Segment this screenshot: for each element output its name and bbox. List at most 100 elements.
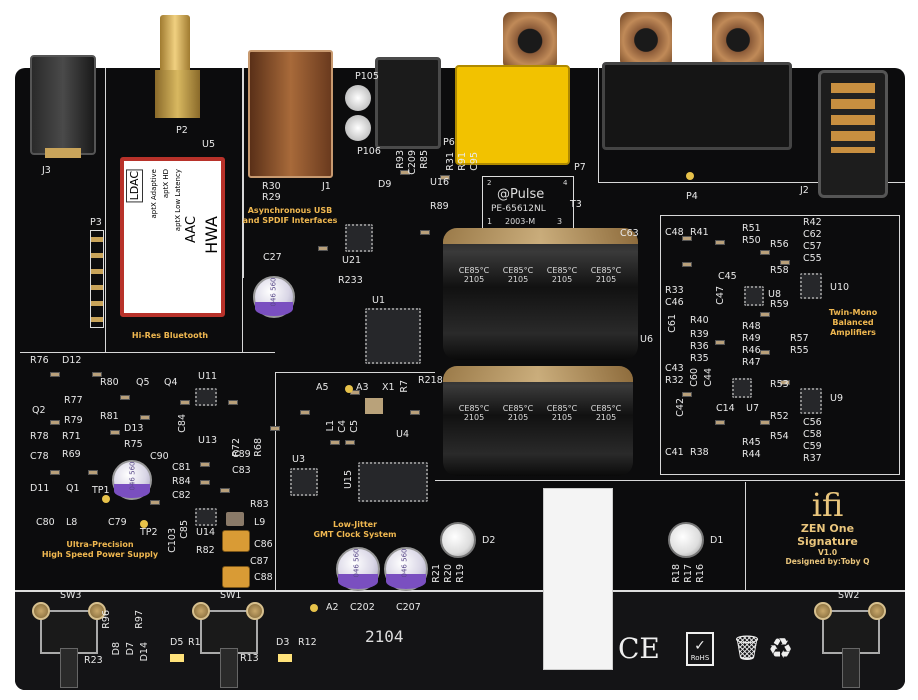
designator-r49: R49 <box>742 333 761 344</box>
capacitor-c202: 046 560 <box>336 547 380 591</box>
designator-r68: R68 <box>253 438 264 457</box>
smd-component <box>440 175 450 180</box>
transformer-part: PE-65612NL <box>491 204 546 214</box>
optical-spdif-port[interactable] <box>375 57 441 149</box>
cap-band <box>338 573 378 589</box>
designator-c47: C47 <box>715 286 726 305</box>
coax-rca-jack[interactable] <box>503 12 557 70</box>
designator-c87: C87 <box>250 556 269 567</box>
version: V1.0 <box>817 548 838 557</box>
test-point <box>102 495 110 503</box>
big-capacitor-top: CE85°C 2105 CE85°C 2105 CE85°C 2105 CE85… <box>443 228 638 360</box>
designator-r31: R31 <box>445 152 456 171</box>
smd-component <box>150 500 160 505</box>
cap-text: CE85°C 2105 <box>502 404 534 422</box>
cap-sleeve-top <box>443 366 633 382</box>
designator-r29: R29 <box>262 192 281 203</box>
designator-r82: R82 <box>196 545 215 556</box>
usb-connector[interactable] <box>248 50 333 178</box>
tantalum-c86 <box>222 530 250 552</box>
cap-text: CE85°C 2105 <box>458 266 490 284</box>
designator-c62: C62 <box>803 229 822 240</box>
designator-r54: R54 <box>770 431 789 442</box>
ic-u15 <box>358 462 428 502</box>
smd-component <box>50 372 60 377</box>
mount-pin <box>868 602 886 620</box>
ic-u11 <box>195 388 217 406</box>
ifi-logo: ifi <box>811 486 844 524</box>
balanced-4-4mm-jack[interactable] <box>818 70 888 198</box>
designator-r78: R78 <box>30 431 49 442</box>
inductor-l9 <box>226 512 244 526</box>
label-line: Low-Jitter <box>332 520 378 529</box>
led-p105 <box>345 85 371 111</box>
designator-r69: R69 <box>62 449 81 460</box>
designator-r233: R233 <box>338 275 363 286</box>
pulse-logo: @Pulse <box>497 187 545 202</box>
designator-c59: C59 <box>803 441 822 452</box>
rca-jack-right[interactable] <box>712 12 764 68</box>
designator-c4: C4 <box>337 420 348 433</box>
antenna-sma-connector[interactable] <box>160 15 190 75</box>
smd-component <box>220 488 230 493</box>
led-d3 <box>278 654 292 662</box>
designator-c84: C84 <box>177 414 188 433</box>
mount-pin <box>814 602 832 620</box>
designator-a3: A3 <box>356 382 369 393</box>
smd-component <box>410 410 420 415</box>
jack-contacts <box>831 83 875 153</box>
designator-j3: J3 <box>42 165 51 176</box>
designator-r42: R42 <box>803 217 822 228</box>
capacitor-c79: 046 560 <box>112 460 152 500</box>
smd-component <box>780 380 790 385</box>
designator-r40: R40 <box>690 315 709 326</box>
smd-component <box>330 440 340 445</box>
cap-text: 046 560 <box>352 548 361 578</box>
ldac-label: LDAC <box>126 169 143 203</box>
designator-c81: C81 <box>172 462 191 473</box>
designator-r50: R50 <box>742 235 761 246</box>
designator-r12: R12 <box>298 637 317 648</box>
switch-knob[interactable] <box>842 648 860 688</box>
designator-c207: C207 <box>396 602 421 613</box>
designator-l1: L1 <box>325 420 336 432</box>
switch-knob[interactable] <box>220 648 238 688</box>
header-p3 <box>90 230 104 328</box>
cap-text: CE85°C 2105 <box>590 266 622 284</box>
tantalum-c88 <box>222 566 250 588</box>
designator-u16: U16 <box>430 177 450 188</box>
designator-u13: U13 <box>198 435 218 446</box>
smd-component <box>780 260 790 265</box>
designator-c42: C42 <box>675 398 686 417</box>
designator-a2: A2 <box>326 602 339 613</box>
switch-sw2[interactable] <box>822 610 880 688</box>
cap-band <box>114 484 150 498</box>
designator-d14: D14 <box>139 642 150 662</box>
designator-u10: U10 <box>830 282 850 293</box>
designator-c14: C14 <box>716 403 735 414</box>
switch-sw3[interactable] <box>40 610 98 688</box>
dc-power-jack[interactable] <box>30 55 96 155</box>
led-d1 <box>668 522 704 558</box>
designator-c79: C79 <box>108 517 127 528</box>
label-hi-res-bluetooth: Hi-Res Bluetooth <box>131 331 209 340</box>
designator-r97: R97 <box>134 610 145 629</box>
switch-sw1[interactable] <box>200 610 258 688</box>
switch-knob[interactable] <box>60 648 78 688</box>
designator-j1: J1 <box>322 181 331 192</box>
rca-jack-left[interactable] <box>620 12 672 68</box>
cap-text: CE85°C 2105 <box>458 404 490 422</box>
smd-component <box>140 415 150 420</box>
designator-q5: Q5 <box>136 377 150 388</box>
check-icon: ✓ <box>694 638 706 654</box>
designator-r13: R13 <box>240 653 259 664</box>
smd-component <box>682 262 692 267</box>
designator-c58: C58 <box>803 429 822 440</box>
designator-c88: C88 <box>254 572 273 583</box>
designator-d5: D5 <box>170 637 184 648</box>
smd-component <box>715 420 725 425</box>
smd-component <box>420 230 430 235</box>
antenna-connector-base <box>155 70 200 118</box>
aac-label: AAC <box>184 216 199 243</box>
